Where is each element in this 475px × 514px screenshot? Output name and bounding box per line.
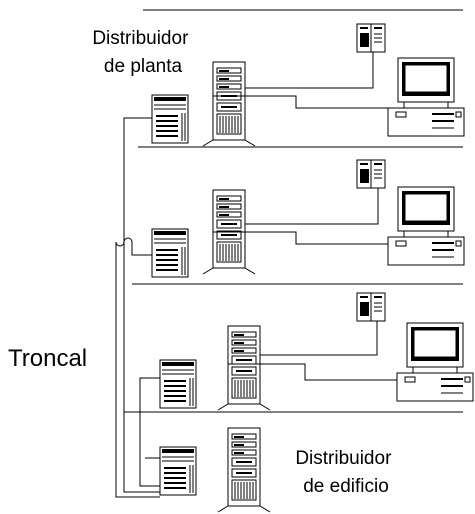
ground-floor xyxy=(159,427,271,513)
floor-1 xyxy=(159,292,474,411)
patch-cabinet xyxy=(159,446,197,496)
patch-cabinet xyxy=(159,359,197,409)
floor-distributor-label: Distribuidor de planta xyxy=(92,28,193,77)
patch-cabinet xyxy=(151,228,189,278)
desktop-computer xyxy=(387,186,465,266)
building-distributor-label-line1: Distribuidor xyxy=(295,448,392,469)
floor-distributor-label-line1: Distribuidor xyxy=(92,28,189,49)
floor-2 xyxy=(151,159,465,278)
hub xyxy=(356,23,386,53)
desktop-computer xyxy=(387,57,465,137)
floor-3 xyxy=(151,23,465,147)
server-tower xyxy=(217,427,271,513)
building-distributor-label-line2: de edificio xyxy=(303,476,389,497)
floor-dividers xyxy=(124,9,463,413)
server-tower xyxy=(217,325,271,411)
trunk-cables xyxy=(115,117,160,498)
server-tower xyxy=(202,61,256,147)
building-distributor-label: Distribuidor de edificio xyxy=(295,448,396,497)
trunk-label: Troncal xyxy=(8,345,87,372)
desktop-computer xyxy=(396,322,474,402)
patch-cabinet xyxy=(151,94,189,144)
hub xyxy=(356,292,386,322)
hub xyxy=(356,159,386,189)
floor-distributor-label-line2: de planta xyxy=(104,56,183,77)
